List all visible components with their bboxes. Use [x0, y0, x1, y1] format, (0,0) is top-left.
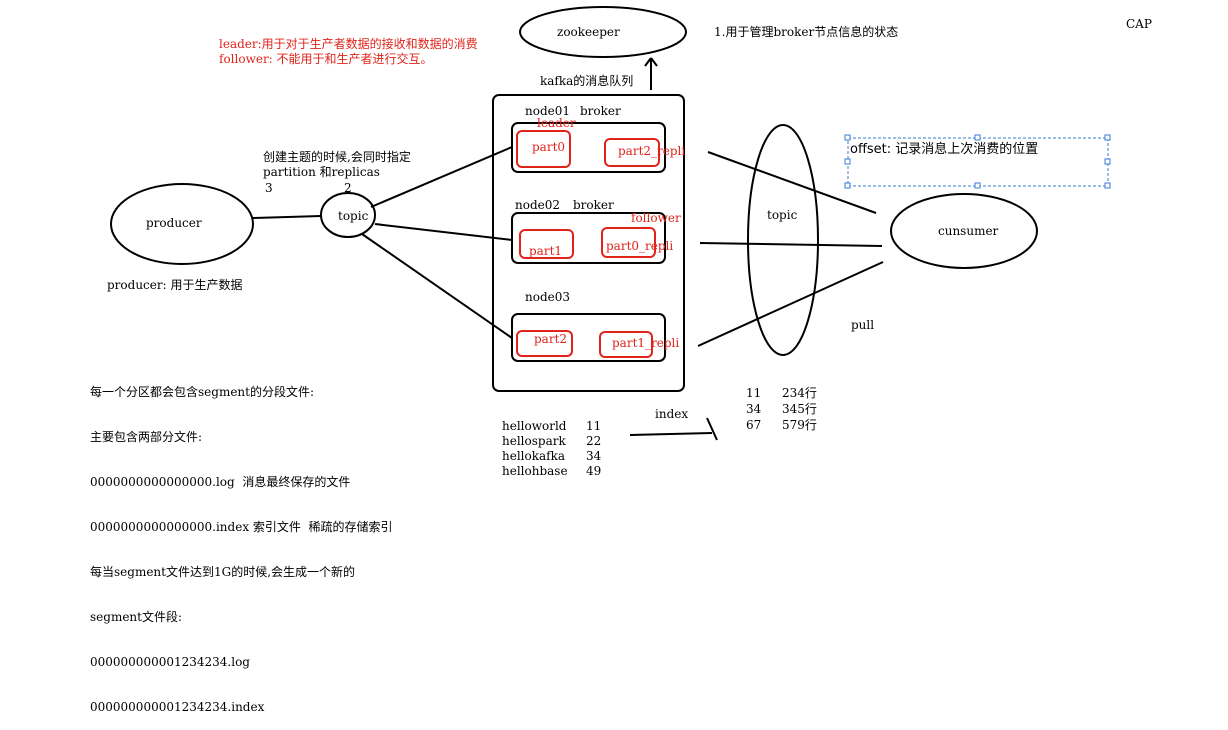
part2-repli-label: part2_repli	[618, 144, 686, 158]
segment-note-line: 每一个分区都会包含segment的分段文件:	[90, 385, 315, 399]
pull-label: pull	[851, 318, 875, 332]
consumer-line-1	[707, 151, 877, 214]
message-word: hellospark	[502, 434, 566, 448]
zookeeper-label: zookeeper	[557, 25, 620, 39]
segment-note-line: 000000000001234234.index	[90, 700, 265, 714]
part0-repli-box	[601, 227, 656, 258]
cluster-title: kafka的消息队列	[540, 74, 634, 88]
segment-note-line: 主要包含两部分文件:	[90, 430, 203, 444]
consumer-label: cunsumer	[938, 224, 999, 238]
node02-box	[511, 212, 666, 264]
message-count: 49	[586, 464, 602, 478]
message-word: hellohbase	[502, 464, 568, 478]
node02-label: node02	[515, 198, 561, 212]
index-arrow	[629, 417, 718, 441]
producer-note: producer: 用于生产数据	[107, 278, 243, 292]
node03-label: node03	[525, 290, 571, 304]
topic-node03-line	[361, 233, 513, 339]
node02-broker: broker	[573, 198, 614, 212]
node01-box	[511, 122, 666, 173]
message-word: helloworld	[502, 419, 567, 433]
index-offset: 67	[746, 418, 762, 432]
index-line: 579行	[782, 418, 817, 432]
segment-note-line: 每当segment文件达到1G的时候,会生成一个新的	[90, 565, 356, 579]
cap-label: CAP	[1126, 17, 1152, 31]
consumer-topic-label: topic	[767, 208, 798, 222]
part2-box	[516, 330, 573, 357]
index-line: 345行	[782, 402, 817, 416]
part0-label: part0	[532, 140, 566, 154]
index-label: index	[655, 407, 689, 421]
message-count: 22	[586, 434, 602, 448]
replica-count: 2	[344, 181, 352, 195]
segment-note-line: 0000000000000000.index 索引文件 稀疏的存储索引	[90, 520, 393, 534]
index-offset: 11	[746, 386, 762, 400]
zookeeper-arrow	[644, 57, 658, 90]
part1-label: part1	[529, 244, 563, 258]
part0-repli-label: part0_repli	[606, 239, 674, 253]
part1-repli-label: part1_repli	[612, 336, 680, 350]
message-count: 34	[586, 449, 602, 463]
node01-broker: broker	[580, 104, 621, 118]
topic-create-note: 创建主题的时候,会同时指定	[263, 150, 411, 164]
part0-box	[516, 130, 571, 168]
zookeeper-note: 1.用于管理broker节点信息的状态	[714, 25, 899, 39]
producer-topic-line	[252, 215, 322, 219]
segment-note-line: 000000000001234234.log	[90, 655, 250, 669]
offset-note[interactable]: offset: 记录消息上次消费的位置	[850, 142, 1039, 157]
producer-label: producer	[146, 216, 202, 230]
consumer-line-3	[697, 261, 884, 347]
kafka-cluster-box	[492, 94, 685, 392]
node02-role-tag: follower	[631, 211, 681, 225]
segment-note-line: 0000000000000000.log 消息最终保存的文件	[90, 475, 351, 489]
index-offset: 34	[746, 402, 762, 416]
diagram-canvas	[110, 6, 1111, 441]
consumer-ellipse	[890, 193, 1038, 269]
node01-label: node01	[525, 104, 571, 118]
index-line: 234行	[782, 386, 817, 400]
segment-note-line: segment文件段:	[90, 610, 183, 624]
leader-role-note: leader:用于对于生产者数据的接收和数据的消费	[219, 37, 478, 51]
producer-ellipse	[110, 183, 254, 265]
topic-node02-line	[374, 223, 513, 241]
node03-box	[511, 313, 666, 362]
topic-ellipse	[320, 192, 376, 238]
topic-label: topic	[338, 209, 369, 223]
part1-box	[519, 229, 574, 259]
consumer-line-2	[699, 242, 883, 247]
offset-selection[interactable]	[844, 134, 1111, 189]
part2-label: part2	[534, 332, 568, 346]
part1-repli-box	[599, 331, 653, 358]
part2-repli-box	[604, 138, 660, 167]
node01-role-tag: leader	[537, 116, 576, 130]
follower-role-note: follower: 不能用于和生产者进行交互。	[219, 52, 433, 66]
zookeeper-ellipse	[519, 6, 687, 58]
segment-notes: 每一个分区都会包含segment的分段文件: 主要包含两部分文件: 000000…	[90, 355, 393, 730]
partition-count: 3	[265, 181, 273, 195]
message-count: 11	[586, 419, 602, 433]
topic-node01-line	[370, 146, 513, 208]
message-word: hellokafka	[502, 449, 566, 463]
consumer-topic-ellipse	[747, 124, 819, 356]
topic-create-params: partition 和replicas	[263, 165, 380, 179]
